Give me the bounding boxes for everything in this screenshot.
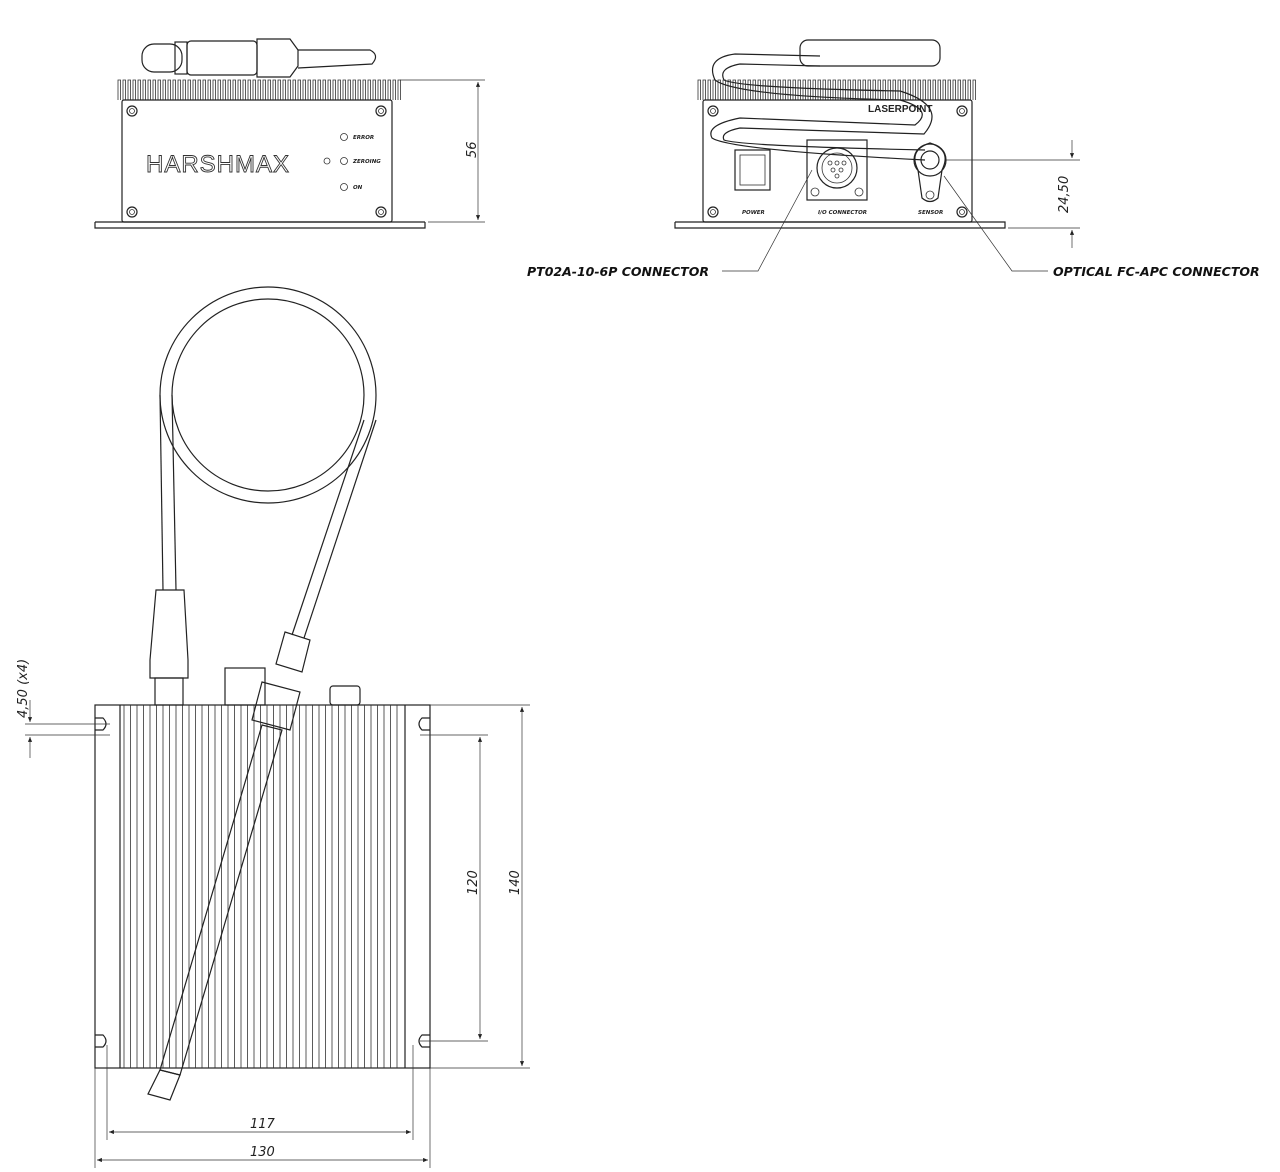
led-on-label: ON [353, 185, 363, 191]
led-error-icon [340, 133, 348, 141]
dim-hole-diameter: 4,50 (x4) [16, 659, 31, 718]
rear-view: LASERPOINT POWER I/O CONNECTOR SENSOR 24… [527, 39, 1260, 279]
top-view: 140 120 117 130 4,50 (x4) [16, 286, 530, 1168]
sensor-label: SENSOR [918, 210, 943, 216]
led-on-icon [340, 183, 348, 191]
probe [147, 631, 311, 1101]
io-connector [806, 139, 868, 201]
io-connector-label: I/O CONNECTOR [818, 210, 867, 216]
led-zeroing-label: ZEROING [352, 159, 381, 165]
power-label: POWER [742, 210, 765, 216]
fiber-loop [159, 286, 377, 504]
callout-optical-connector: OPTICAL FC-APC CONNECTOR [1053, 264, 1260, 279]
power-switch [734, 149, 771, 191]
mounting-slots [95, 717, 430, 1048]
dim-connector-height: 24,50 [1057, 176, 1072, 213]
dim-inner-length: 120 [466, 870, 481, 895]
coiled-cable [710, 39, 941, 161]
probe [141, 38, 377, 78]
dim-outer-length: 140 [508, 870, 523, 895]
dim-inner-width: 117 [250, 1117, 276, 1132]
brand-logo: HARSHMAX [146, 151, 290, 178]
led-error-label: ERROR [353, 135, 374, 141]
housing-outline [94, 704, 431, 1069]
led-zeroing-icon [340, 157, 348, 165]
screw-icons [126, 105, 387, 218]
screw-icons [707, 105, 968, 218]
laserpoint-logo: LASERPOINT [868, 104, 932, 115]
dim-outer-width: 130 [250, 1145, 275, 1160]
callout-io-connector: PT02A-10-6P CONNECTOR [527, 264, 709, 279]
dim-height-front: 56 [465, 141, 480, 158]
front-view: HARSHMAX ERROR ZEROING ON 56 [94, 38, 485, 229]
